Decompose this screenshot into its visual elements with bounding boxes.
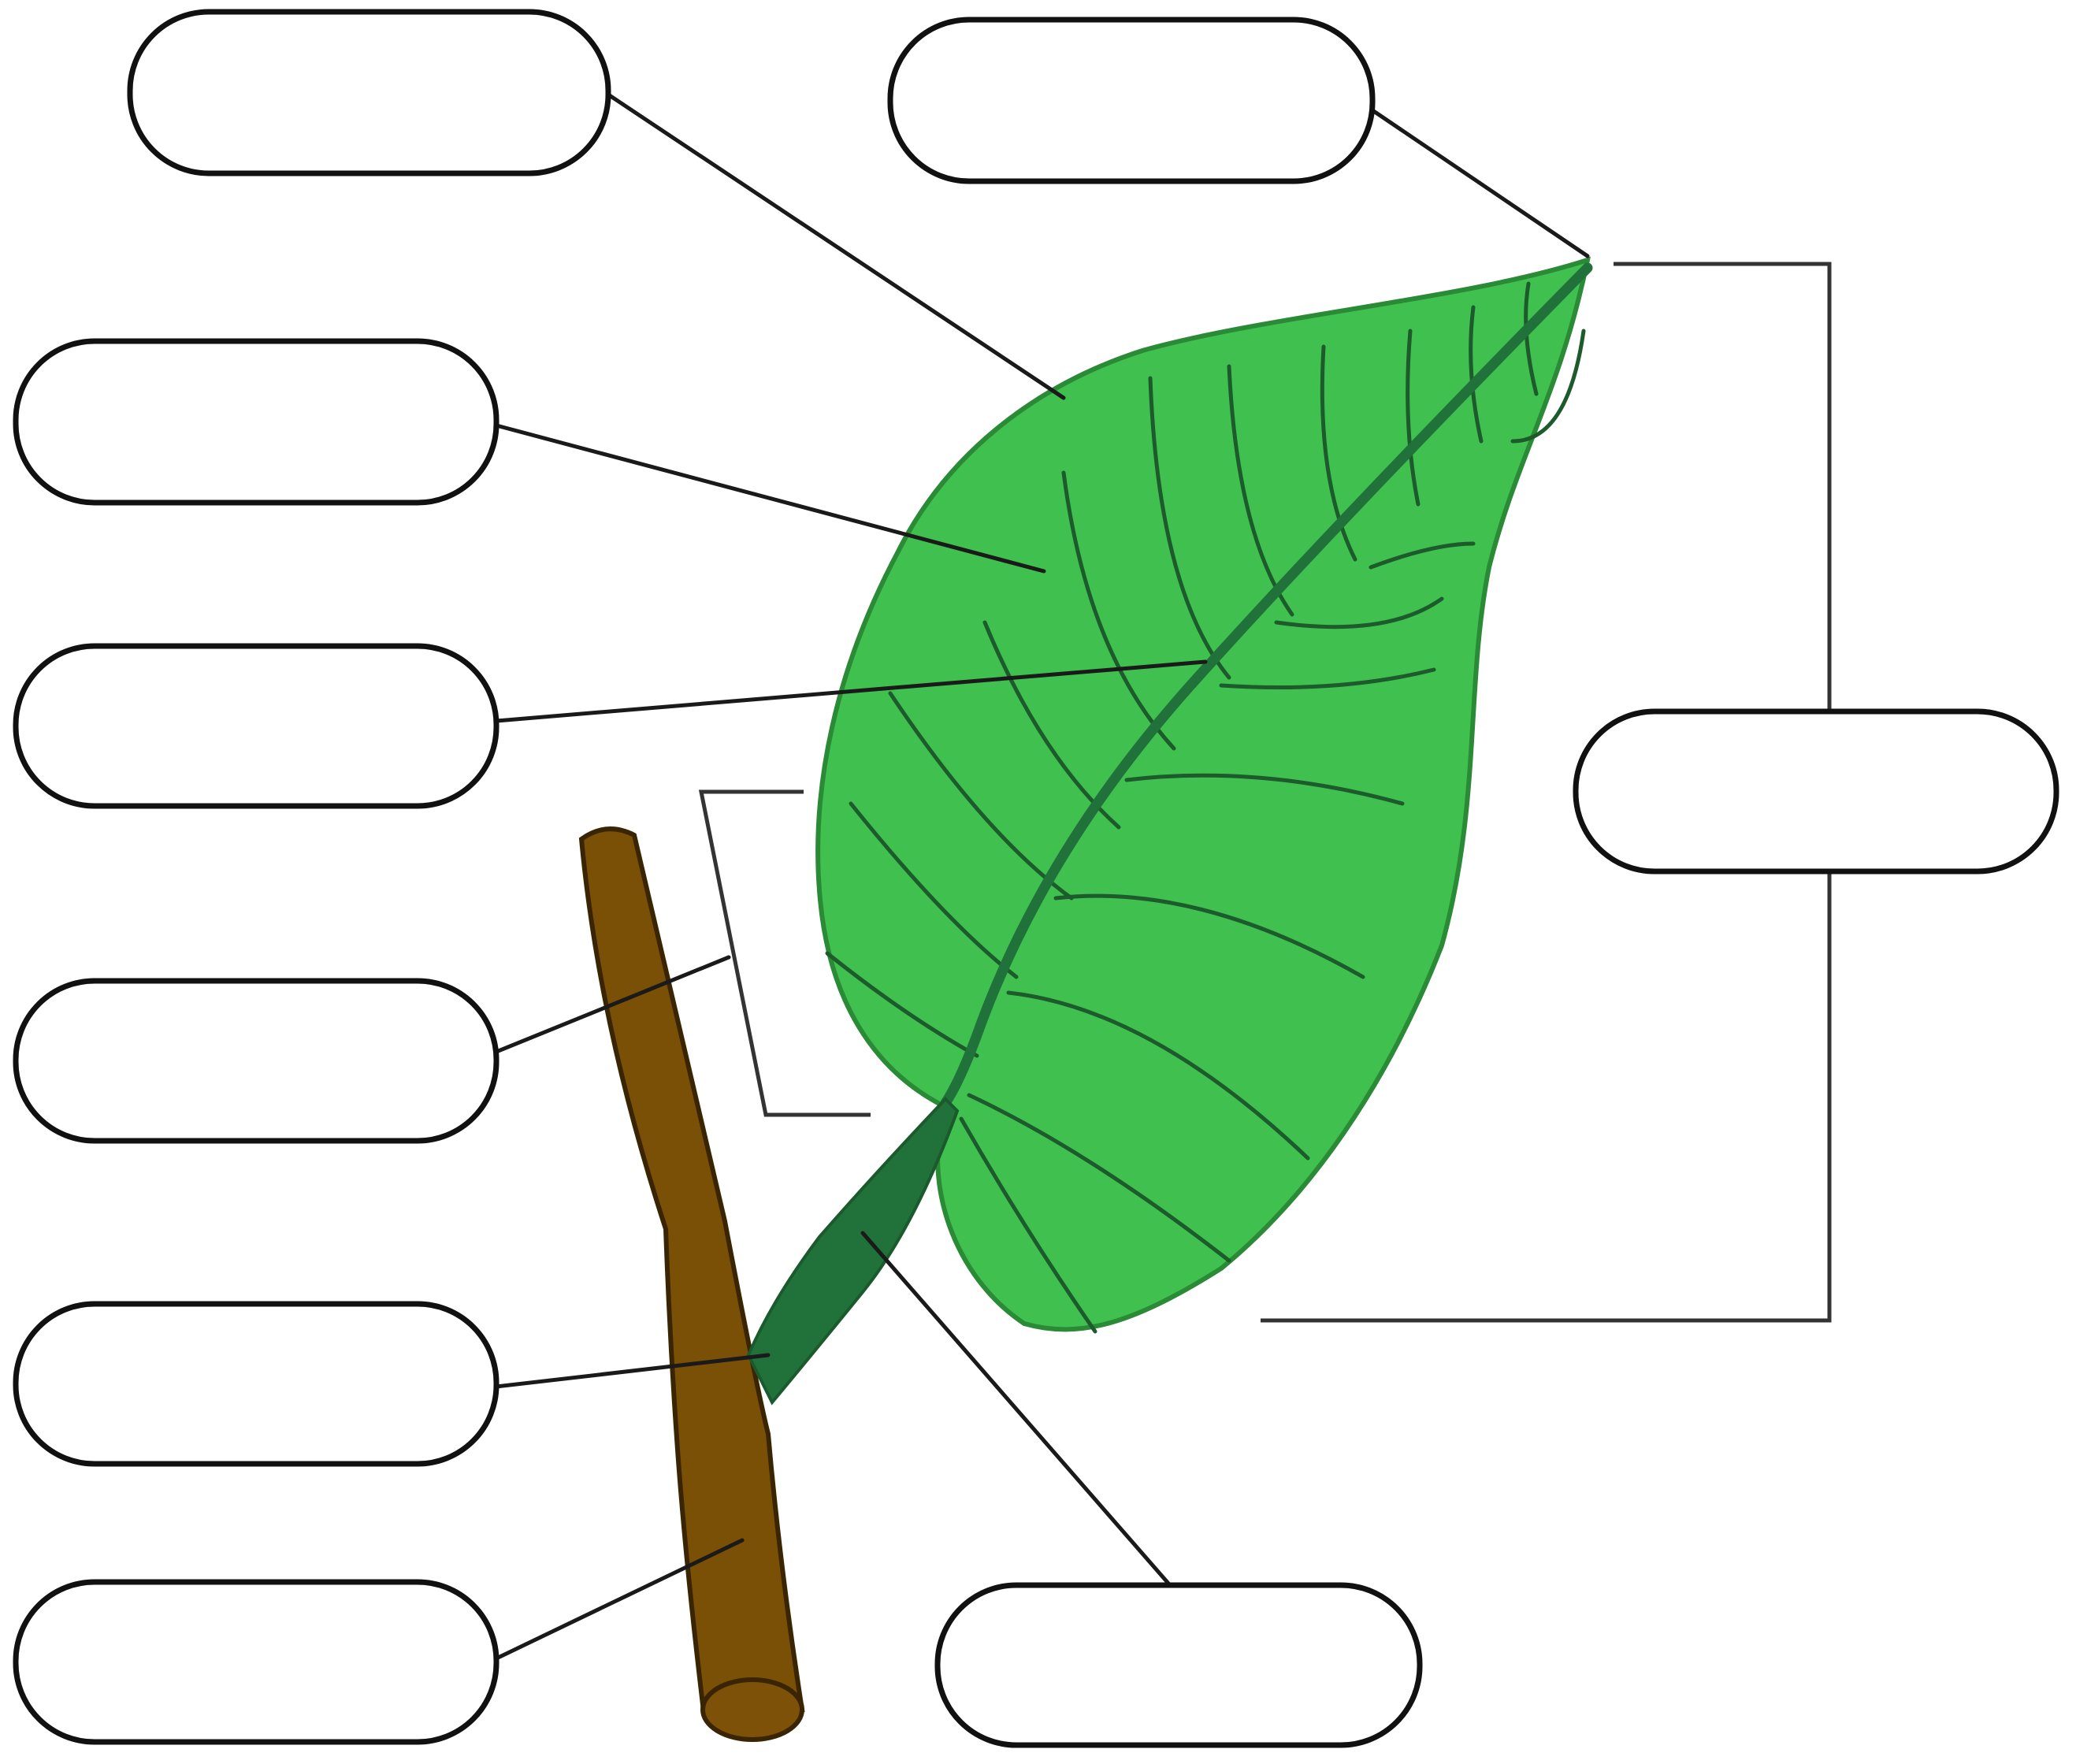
label-box-petiole[interactable] (934, 1582, 1423, 1748)
label-box-node[interactable] (13, 1301, 500, 1467)
axil-bracket (698, 789, 871, 1117)
leader-midrib (494, 659, 1208, 723)
leader-petiole (860, 1231, 1172, 1588)
leaf-blade (815, 256, 1591, 1332)
label-box-midrib[interactable] (13, 643, 500, 809)
leaf-veins (825, 281, 1586, 1334)
midrib-petiole (746, 262, 1593, 1406)
stem (578, 826, 805, 1742)
label-box-vein[interactable] (13, 338, 500, 506)
label-box-top-center[interactable] (887, 17, 1376, 184)
label-box-stem[interactable] (13, 1579, 500, 1745)
leader-top-left (606, 92, 1066, 400)
label-box-top-left[interactable] (127, 9, 611, 176)
leader-vein (494, 423, 1046, 574)
leader-axil (494, 955, 731, 1054)
label-box-right[interactable] (1573, 708, 2059, 875)
leader-node (494, 1353, 771, 1389)
leader-top-center (1370, 108, 1590, 258)
label-box-axil[interactable] (13, 978, 500, 1144)
leader-lines (494, 92, 1590, 1661)
leader-stem (494, 1538, 745, 1661)
